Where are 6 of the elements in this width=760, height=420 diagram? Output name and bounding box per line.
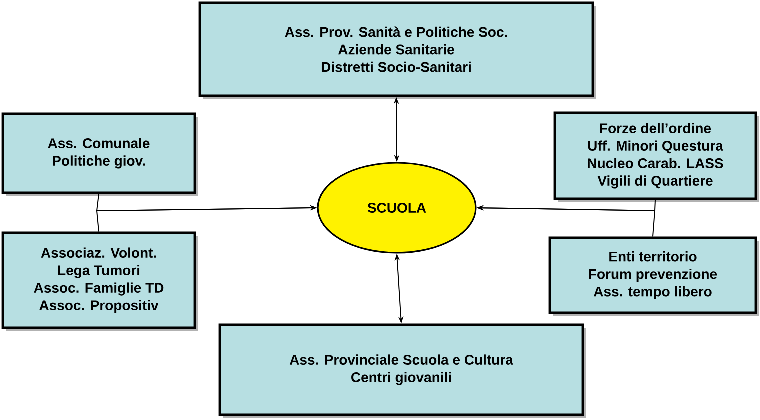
organization-box: Ass. Prov. Sanità e Politiche Soc. Aziende Sanitarie Distretti Socio-Sanitari <box>198 2 594 98</box>
organization-box: Ass. Provinciale Scuola e Cultura Centri giovanili <box>218 324 584 416</box>
organization-box: Enti territorio Forum prevenzione Ass. tempo libero <box>548 236 758 314</box>
organization-box: Ass. Comunale Politiche giov. <box>2 112 196 194</box>
organization-box: Forze dell’ordine Uff. Minori Questura Nucleo Carab. LASS Vigili di Quartiere <box>554 112 758 200</box>
organization-box: Associaz. Volont. Lega Tumori Assoc. Famiglie TD Assoc. Propositiv <box>2 232 196 330</box>
